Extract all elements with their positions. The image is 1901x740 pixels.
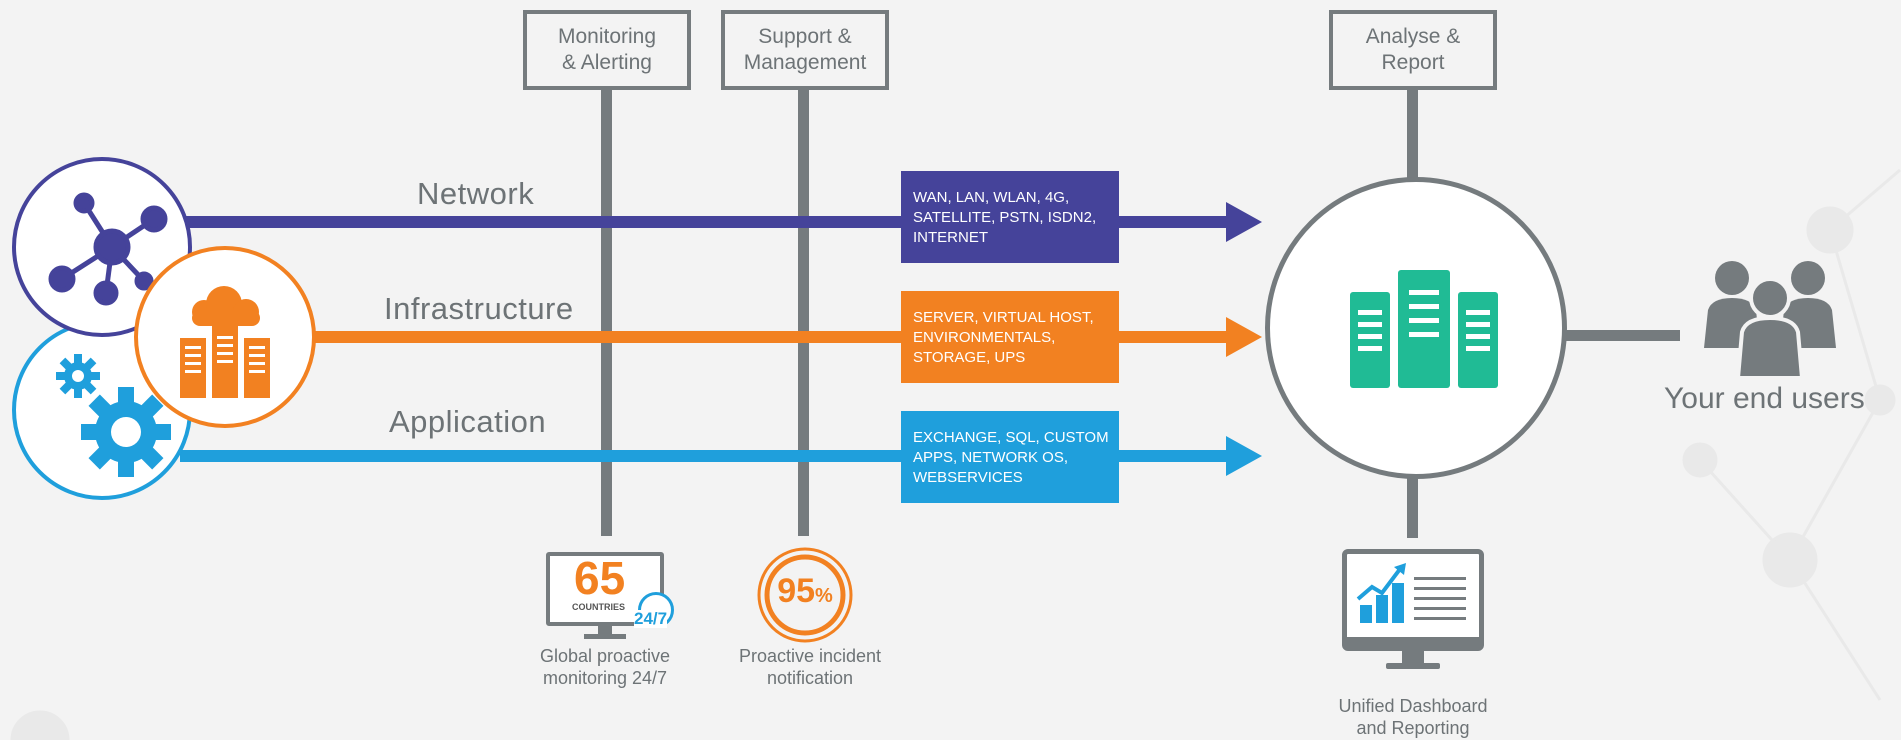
monitor-base <box>584 634 626 639</box>
global-monitoring-caption: Global proactive monitoring 24/7 <box>539 646 671 688</box>
countries-label: COUNTRIES <box>572 602 626 612</box>
network-nodes-icon <box>48 192 168 306</box>
support-vertical-line <box>798 90 809 536</box>
infrastructure-circle <box>134 246 316 428</box>
server-stack-icon <box>1350 270 1498 388</box>
percent-number: 95 <box>777 572 816 610</box>
support-management-box: Support & Management <box>721 10 889 90</box>
global-monitor-graphic: 65 COUNTRIES 24/7 <box>546 552 678 644</box>
users-group-icon <box>1704 261 1836 380</box>
chart-growth-icon <box>1356 563 1466 623</box>
countries-number: 65 <box>574 552 626 604</box>
support-management-label: Support & Management <box>743 25 867 74</box>
monitoring-alerting-label: Monitoring & Alerting <box>557 25 657 74</box>
network-arrowhead <box>1226 202 1262 242</box>
dashboard-monitor-graphic <box>1342 549 1484 677</box>
percent-ring-graphic: 95% <box>756 546 854 644</box>
percent-ring <box>757 547 853 643</box>
monitor-stand <box>598 626 612 636</box>
end-users-caption: Your end users <box>1664 382 1865 415</box>
infrastructure-label: Infrastructure <box>384 291 574 326</box>
monitoring-vertical-line <box>601 90 612 536</box>
hours-badge: 24/7 <box>634 609 668 628</box>
percent-value: 95% <box>756 572 854 611</box>
infrastructure-arrowhead <box>1226 317 1262 357</box>
central-server-circle <box>1265 177 1567 479</box>
cloud-server-icon <box>180 286 270 398</box>
analyse-vertical-line <box>1407 90 1418 180</box>
percent-sign: % <box>815 585 833 607</box>
dashboard-base <box>1386 663 1440 669</box>
analyse-report-box: Analyse & Report <box>1329 10 1497 90</box>
application-tag: EXCHANGE, SQL, CUSTOM APPS, NETWORK OS, … <box>901 411 1119 503</box>
infrastructure-tag: SERVER, VIRTUAL HOST, ENVIRONMENTALS, ST… <box>901 291 1119 383</box>
dashboard-stand <box>1402 651 1424 665</box>
application-label: Application <box>389 404 547 439</box>
dashboard-vertical-line <box>1407 472 1418 538</box>
end-users-connector-line <box>1563 330 1680 341</box>
network-label: Network <box>417 176 535 211</box>
gears-icon <box>56 354 171 477</box>
application-arrowhead <box>1226 436 1262 476</box>
network-tag: WAN, LAN, WLAN, 4G, SATELLITE, PSTN, ISD… <box>901 171 1119 263</box>
incident-notification-caption: Proactive incident notification <box>738 646 882 688</box>
monitoring-alerting-box: Monitoring & Alerting <box>523 10 691 90</box>
dashboard-caption: Unified Dashboard and Reporting <box>1338 696 1488 738</box>
analyse-report-label: Analyse & Report <box>1365 25 1461 74</box>
